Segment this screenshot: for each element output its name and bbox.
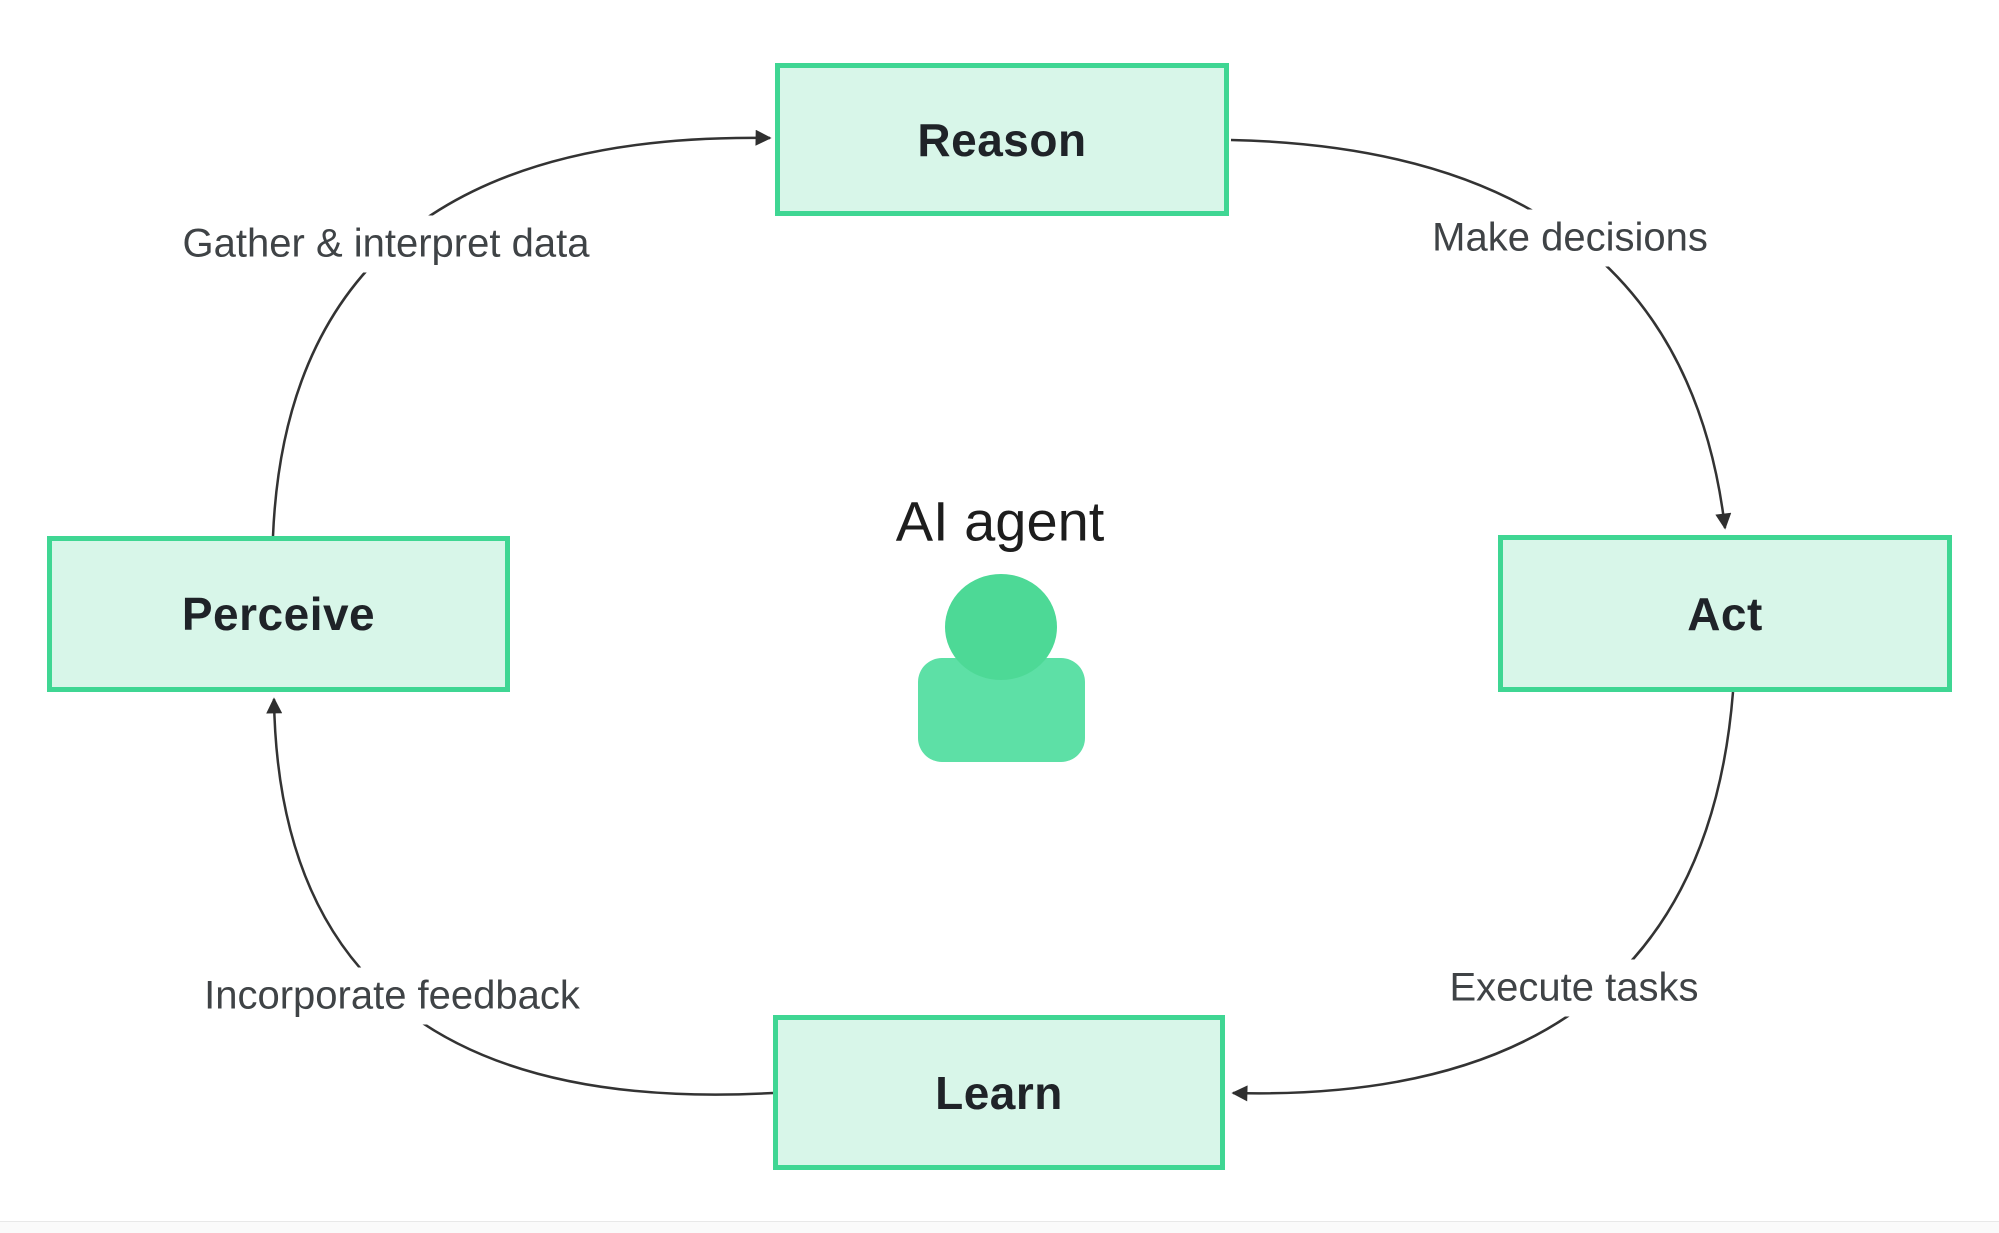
node-perceive: Perceive [47,536,510,692]
arrow-reason-to-act [1230,138,1732,530]
node-perceive-label: Perceive [181,588,376,640]
node-act: Act [1498,535,1952,692]
arrow-learn-to-perceive [266,697,774,1096]
node-act-label: Act [1687,587,1763,640]
node-learn: Learn [773,1015,1225,1170]
edge-label-gather-interpret-data: Gather & interpret data [170,215,602,273]
center-title: AI agent [895,489,1105,553]
edge-label-make-decisions: Make decisions [1420,209,1720,267]
node-learn-label: Learn [935,1066,1063,1119]
node-reason-label: Reason [917,113,1087,166]
edge-label-incorporate-feedback: Incorporate feedback [192,967,592,1025]
person-icon [945,574,1057,680]
arrow-act-to-learn [1231,691,1735,1102]
node-reason: Reason [775,63,1229,216]
arrow-perceive-to-reason [271,129,772,537]
edge-label-execute-tasks: Execute tasks [1437,959,1711,1017]
bottom-strip [0,1221,1999,1233]
